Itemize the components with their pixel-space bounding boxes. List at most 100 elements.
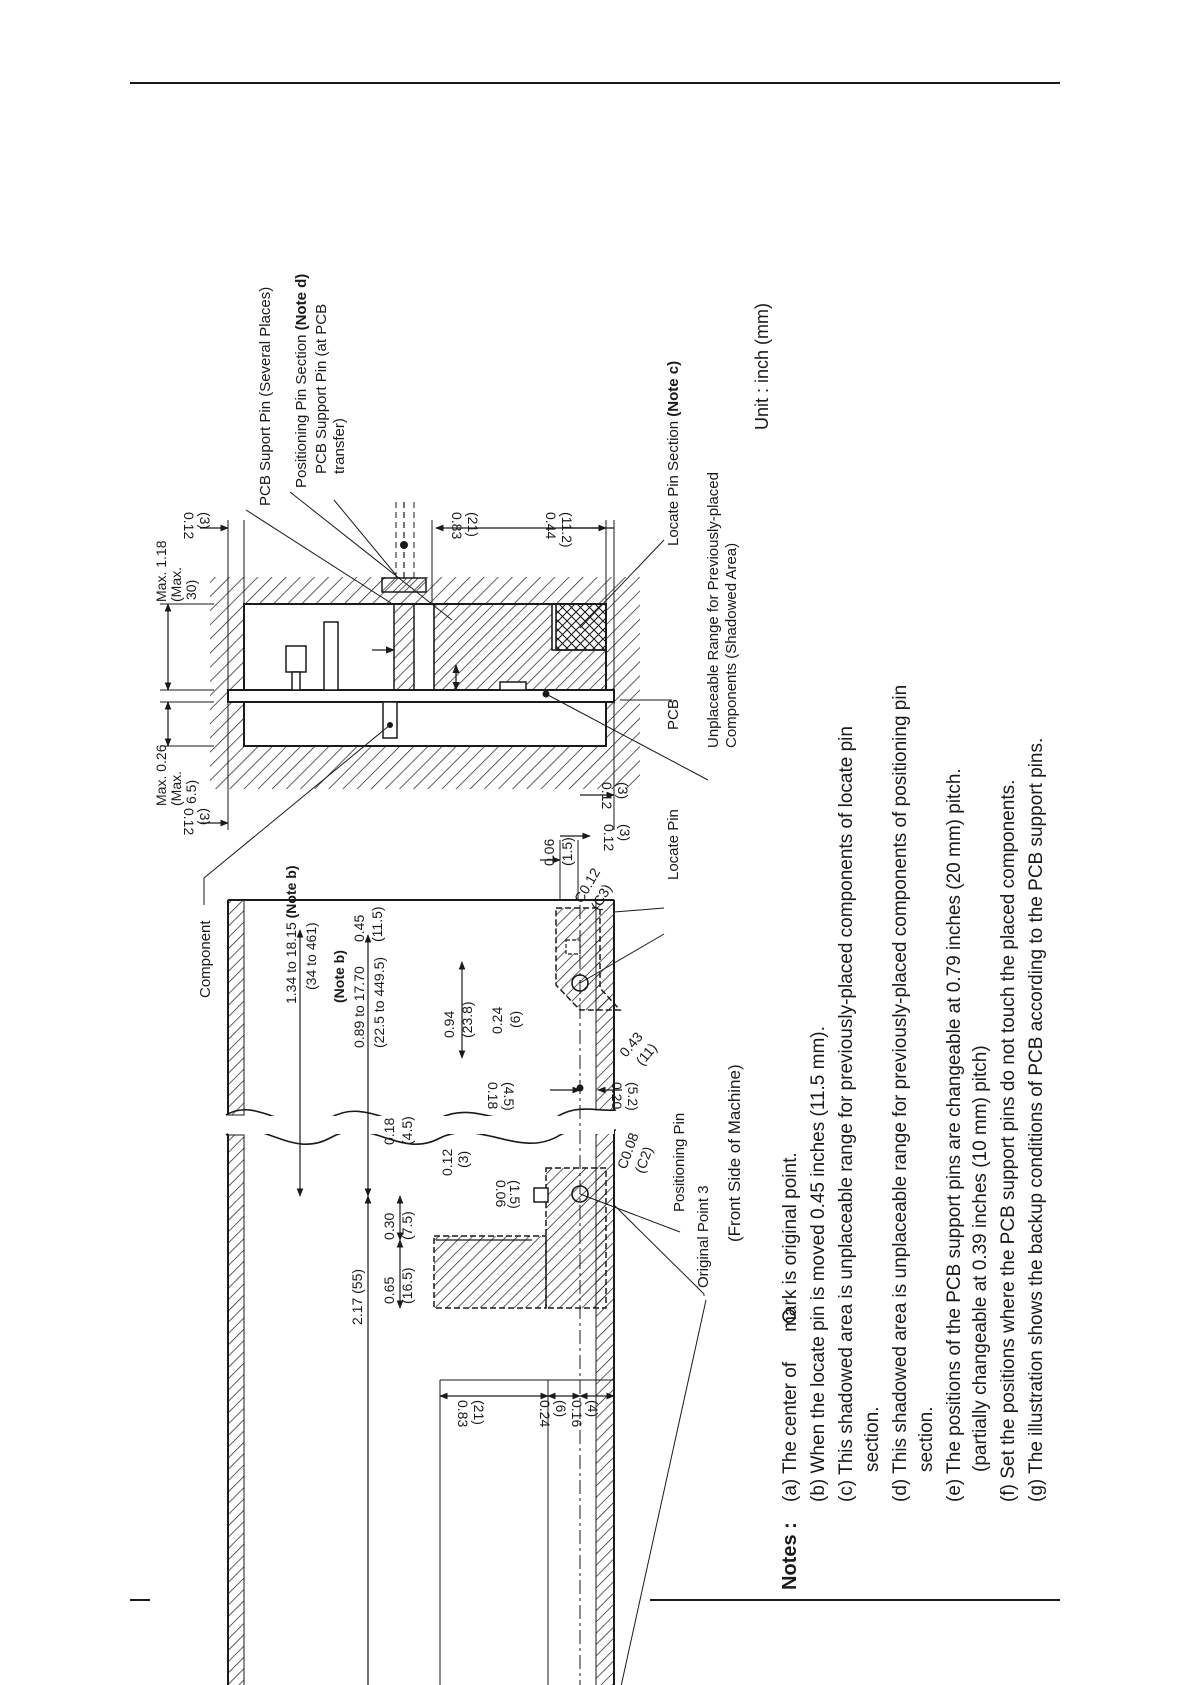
dim-text: (21) bbox=[471, 1400, 487, 1425]
dim-006: 0.06 (1.5) bbox=[541, 837, 575, 866]
dim-text: (4) bbox=[585, 1400, 601, 1417]
dim-083-top: (21) 0.83 bbox=[449, 512, 481, 539]
label-text: (Note d) bbox=[293, 274, 310, 331]
dim-134: 1.34 to 18.15 (Note b) (34 to 461) bbox=[283, 865, 319, 1004]
dim-text: (3) bbox=[197, 512, 213, 529]
unit-label: Unit : inch (mm) bbox=[752, 303, 772, 430]
dim-text: 0.44 bbox=[543, 512, 559, 539]
svg-text:1.34 to 18.15 (Note b): 1.34 to 18.15 (Note b) bbox=[283, 865, 299, 1004]
label-text: Locate Pin Section bbox=[665, 421, 682, 546]
dim-012-d: (3) 0.12 bbox=[601, 824, 633, 851]
dim-text: (6) bbox=[507, 1011, 523, 1028]
label-text: transfer) bbox=[331, 418, 348, 474]
dim-text: 0.06 bbox=[493, 1180, 509, 1207]
label-text: (Note c) bbox=[665, 361, 682, 417]
dim-text: 0.18 bbox=[485, 1082, 501, 1109]
dim-094: 0.94 (23.8) bbox=[441, 1001, 475, 1038]
pcb-label: PCB bbox=[665, 699, 682, 730]
dim-018-b: 0.18 (4.5) bbox=[381, 1116, 415, 1145]
dim-065: 0.65 (16.5) bbox=[381, 1267, 415, 1304]
note-c-text: (c) This shadowed area is unplaceable ra… bbox=[836, 726, 857, 1502]
positioning-pin-section bbox=[433, 603, 607, 691]
notes-block: Notes : (a) The center ofmark is origina… bbox=[779, 685, 1047, 1590]
unplaceable-range-label: Unplaceable Range for Previously-placed … bbox=[705, 472, 740, 748]
dim-text: (1.5) bbox=[507, 1180, 523, 1209]
max-026-dim: Max. 0.26 (Max. 6.5) bbox=[153, 744, 199, 806]
note-d-text: section. bbox=[916, 1407, 937, 1472]
dim-083-bot: (21) 0.83 bbox=[455, 1400, 487, 1427]
dim-text: 0.12 bbox=[181, 512, 197, 539]
dim-text: (11.2) bbox=[559, 512, 575, 548]
note-a-text: mark is original point. bbox=[780, 1152, 801, 1332]
dim-text: 0.89 to 17.70 bbox=[351, 966, 367, 1048]
label-text: Unplaceable Range for Previously-placed bbox=[705, 472, 722, 748]
original-point-symbol-icon bbox=[782, 1309, 796, 1323]
dim-text: 0.83 bbox=[455, 1400, 471, 1427]
dim-text: 0.12 bbox=[439, 1149, 455, 1176]
dim-217: 2.17 (55) bbox=[349, 1269, 365, 1325]
dim-018-a: (4.5) 0.18 bbox=[485, 1082, 517, 1111]
dim-text: (4.5) bbox=[399, 1116, 415, 1145]
label-text: Components (Shadowed Area) bbox=[723, 543, 740, 748]
dim-text: 0.12 bbox=[599, 782, 615, 809]
dim-text: (1.5) bbox=[559, 837, 575, 866]
note-d-text: (d) This shadowed area is unplaceable ra… bbox=[890, 685, 911, 1502]
dim-020: (5.2) 0.20 bbox=[609, 1082, 641, 1111]
note-e-text: (e) The positions of the PCB support pin… bbox=[944, 768, 965, 1502]
notes-heading: Notes : bbox=[779, 1522, 801, 1590]
dim-text: (Max. bbox=[168, 771, 184, 806]
dim-text: (4.5) bbox=[501, 1082, 517, 1111]
dim-text: (3) bbox=[455, 1151, 471, 1168]
dim-012-e: 0.12 (3) bbox=[439, 1149, 471, 1176]
label-text: Component bbox=[197, 920, 214, 998]
dim-012-c: (3) 0.12 bbox=[599, 782, 631, 809]
dim-text: (Max. bbox=[168, 567, 184, 602]
label-text: Locate Pin bbox=[665, 809, 682, 880]
component-label: Component bbox=[197, 920, 214, 998]
label-text: Original Point 3 bbox=[695, 1185, 712, 1288]
dim-024-a: 0.24 (6) bbox=[489, 1007, 523, 1034]
dim-text: 0.18 bbox=[381, 1118, 397, 1145]
dim-text: (23.8) bbox=[459, 1001, 475, 1038]
label-text: PCB bbox=[665, 699, 682, 730]
dim-text: 0.20 bbox=[609, 1082, 625, 1109]
svg-text:(a) The center ofmark is origi: (a) The center ofmark is original point. bbox=[780, 1152, 801, 1502]
dim-text: 0.24 bbox=[489, 1007, 505, 1034]
label-text: PCB Suport Pin (Several Places) bbox=[257, 287, 274, 506]
label-text: Unit : inch (mm) bbox=[752, 303, 772, 430]
dim-text: Max. 0.26 bbox=[153, 744, 169, 806]
dim-012-b: (3) 0.12 bbox=[181, 808, 213, 835]
header-rule bbox=[130, 82, 1060, 84]
label-text: PCB Support Pin (at PCB bbox=[313, 304, 330, 474]
dim-text: 0.94 bbox=[441, 1011, 457, 1038]
pcb-support-pin bbox=[393, 603, 415, 691]
dim-text: (21) bbox=[465, 512, 481, 537]
pcb-support-pin-label: PCB Suport Pin (Several Places) bbox=[257, 287, 274, 506]
dim-text: (11.5) bbox=[369, 906, 385, 942]
svg-text:Locate Pin Section (Note c): Locate Pin Section (Note c) bbox=[665, 361, 682, 546]
dim-text: (34 to 461) bbox=[303, 922, 319, 990]
dim-text: 2.17 (55) bbox=[349, 1269, 365, 1325]
dim-text: (3) bbox=[197, 808, 213, 825]
svg-text:Positioning Pin Section (Note: Positioning Pin Section (Note d) bbox=[293, 274, 310, 488]
dim-text: (5.2) bbox=[625, 1082, 641, 1111]
dim-012-a: (3) 0.12 bbox=[181, 512, 213, 539]
dim-text: 0.24 bbox=[537, 1400, 553, 1427]
dim-089: 0.89 to 17.70 (22.5 to 449.5) bbox=[351, 957, 387, 1048]
dim-030: 0.30 (7.5) bbox=[381, 1211, 415, 1240]
dim-text: (16.5) bbox=[399, 1267, 415, 1304]
dim-text: 30) bbox=[183, 580, 199, 600]
dim-text: 0.65 bbox=[381, 1277, 397, 1304]
dim-text: 0.45 bbox=[351, 915, 367, 942]
dim-text: (22.5 to 449.5) bbox=[371, 957, 387, 1048]
dim-text: 0.12 bbox=[601, 824, 617, 851]
locate-pin-section-label: Locate Pin Section (Note c) bbox=[665, 361, 682, 546]
dim-text: Max. 1.18 bbox=[153, 540, 169, 602]
dim-016: (4) 0.16 bbox=[569, 1400, 601, 1427]
dim-text: 0.83 bbox=[449, 512, 465, 539]
original-point-label: Original Point 3 bbox=[695, 1185, 712, 1288]
max-118-dim: Max. 1.18 (Max. 30) bbox=[153, 540, 199, 602]
dim-045: 0.45 (11.5) bbox=[351, 906, 385, 942]
dim-text: (7.5) bbox=[399, 1211, 415, 1240]
